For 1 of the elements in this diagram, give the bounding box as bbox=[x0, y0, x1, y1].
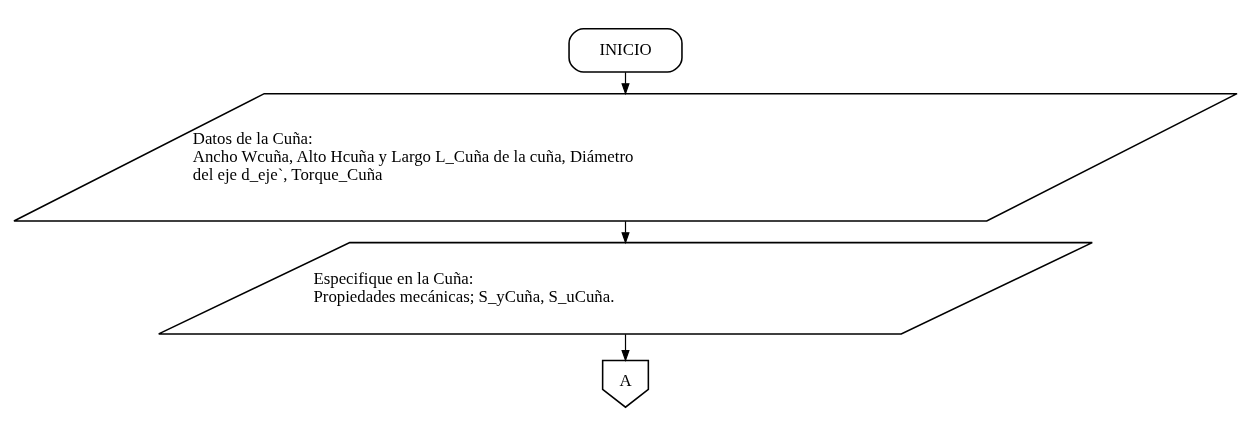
node-box: INICIO bbox=[568, 28, 683, 73]
